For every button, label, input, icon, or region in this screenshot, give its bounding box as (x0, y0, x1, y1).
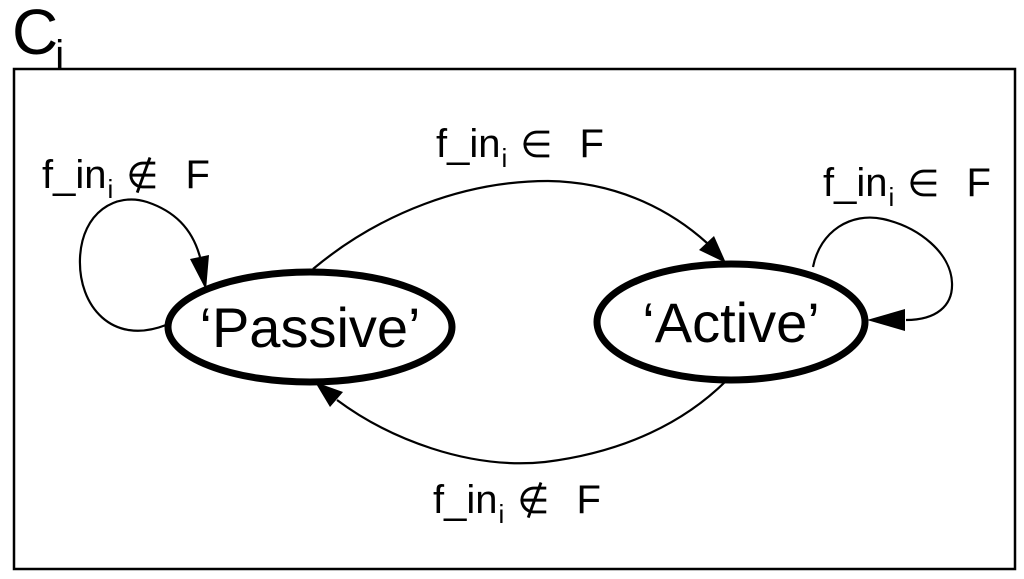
state-passive-ellipse (164, 268, 456, 386)
label-subscript: i (501, 143, 508, 173)
transition-label-passive-to-active: f_ini ∈ F (436, 122, 604, 173)
not-element-of-symbol: ∉ (517, 479, 550, 522)
transition-passive-to-active-arrowhead (699, 236, 726, 263)
label-set: F (576, 478, 601, 522)
label-subscript: i (888, 182, 895, 212)
label-subscript: i (498, 499, 505, 529)
not-element-of-symbol: ∉ (126, 154, 159, 197)
passive-self-loop-curve (78, 198, 202, 332)
diagram-border (12, 67, 1017, 571)
state-passive-label: ‘Passive’ (199, 296, 421, 359)
transition-label-active-self-loop: f_ini ∈ F (823, 161, 991, 212)
active-self-loop-curve (811, 216, 954, 322)
label-set: F (579, 122, 604, 166)
label-prefix: f_in (436, 122, 501, 166)
transition-label-active-to-passive: f_ini ∉ F (433, 478, 601, 529)
active-self-loop-arrowhead (867, 309, 905, 331)
label-prefix: f_in (433, 478, 498, 522)
label-set: F (966, 161, 991, 205)
element-of-symbol: ∈ (907, 162, 940, 205)
label-subscript: i (107, 174, 114, 204)
element-of-symbol: ∈ (520, 123, 553, 166)
label-prefix: f_in (823, 161, 888, 205)
passive-self-loop-arrowhead (190, 255, 209, 290)
transition-passive-to-active-curve (312, 179, 708, 270)
transition-active-to-passive-curve (336, 379, 728, 465)
figure-title-text: C (12, 0, 58, 68)
figure-title-subscript: i (55, 33, 64, 77)
transition-label-passive-self-loop: f_ini ∉ F (42, 153, 210, 204)
label-prefix: f_in (42, 153, 107, 197)
transition-active-to-passive-arrowhead (315, 382, 343, 407)
label-set: F (185, 153, 210, 197)
figure-title: Ci (12, 0, 65, 75)
state-active-ellipse (593, 260, 869, 384)
state-active-label: ‘Active’ (642, 291, 820, 354)
